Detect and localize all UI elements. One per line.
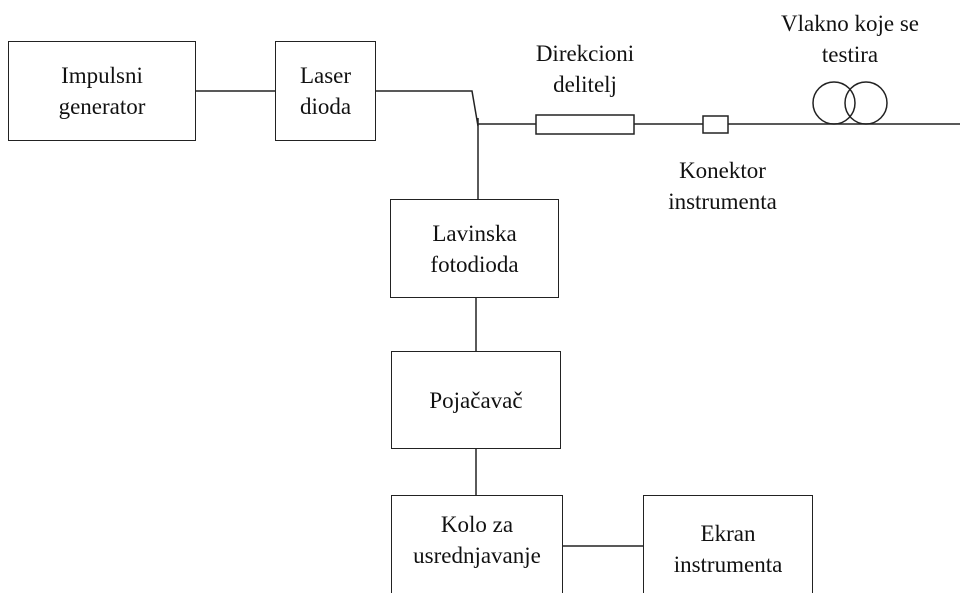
amplifier-label: Pojačavač [429, 387, 523, 413]
instrument-connector-label: Konektor instrumenta [650, 155, 795, 217]
laser-diode-line1: Laser [299, 63, 352, 88]
directional-coupler-label: Direkcioni delitelj [520, 38, 650, 100]
instrument-screen-block: Ekran instrumenta [643, 495, 813, 593]
connector-symbol [702, 115, 729, 134]
fiber-coil-icon [812, 81, 888, 125]
instrument-screen-line1: Ekran [700, 521, 756, 546]
impulse-generator-block: Impulsni generator [8, 41, 196, 141]
amplifier-block: Pojačavač [391, 351, 561, 449]
impulse-generator-line1: Impulsni [61, 63, 143, 88]
directional-coupler-line2: delitelj [553, 72, 617, 97]
impulse-generator-line2: generator [58, 94, 146, 119]
averaging-circuit-line2: usrednjavanje [413, 543, 541, 568]
avalanche-photodiode-line1: Lavinska [432, 220, 517, 246]
avalanche-photodiode-line2: fotodioda [430, 251, 519, 277]
fiber-under-test-label: Vlakno koje se testira [760, 8, 940, 70]
directional-coupler-line1: Direkcioni [535, 41, 635, 66]
fiber-under-test-line2: testira [821, 42, 879, 67]
laser-diode-line2: dioda [299, 94, 352, 119]
avalanche-photodiode-block: Lavinska fotodioda [390, 199, 559, 298]
directional-coupler-symbol [535, 114, 635, 135]
fiber-under-test-line1: Vlakno koje se [781, 11, 919, 36]
line-laser-junction [376, 90, 479, 127]
instrument-screen-line2: instrumenta [673, 552, 783, 577]
averaging-circuit-line1: Kolo za [440, 512, 514, 537]
averaging-circuit-block: Kolo za usrednjavanje [391, 495, 563, 593]
instrument-connector-line1: Konektor [679, 158, 766, 183]
laser-diode-block: Laser dioda [275, 41, 376, 141]
instrument-connector-line2: instrumenta [668, 189, 777, 214]
